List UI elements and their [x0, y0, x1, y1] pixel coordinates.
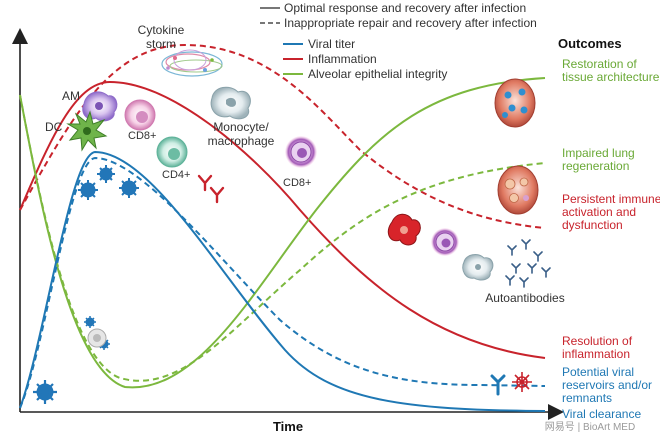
cd4-label: CD4+: [162, 169, 190, 181]
persistent-t-cell-icon: [431, 228, 459, 256]
cd8-label-early: CD8+: [128, 130, 156, 142]
cd4-t-cell-icon: [156, 136, 188, 168]
svg-text:Monocyte/: Monocyte/: [213, 120, 269, 134]
x-axis-label: Time: [273, 419, 303, 434]
autoantibodies-label: Autoantibodies: [485, 291, 564, 305]
persistent-macrophage-icon: [462, 254, 494, 281]
monocyte-label: Monocyte/ macrophage: [208, 120, 275, 148]
outcome-restoration: Restoration of tissue architecture: [562, 57, 660, 84]
svg-text:remnants: remnants: [562, 391, 612, 405]
restored-tissue-icon: [494, 78, 536, 128]
watermark: 网易号 | BioArt MED: [545, 421, 635, 433]
viral-remnant-icon: [490, 372, 532, 396]
svg-text:macrophage: macrophage: [208, 134, 275, 148]
antibody-icon: [197, 174, 225, 204]
inflammation-inappropriate-curve: [19, 43, 546, 229]
outcome-resolution: Resolution of inflammation: [562, 334, 633, 361]
legend: Optimal response and recovery after infe…: [260, 1, 537, 81]
inflammation-optimal-curve: [19, 80, 546, 359]
cd8-t-cell-late-icon: [285, 136, 317, 168]
viral-optimal-curve: [19, 150, 546, 412]
legend-viral-label: Viral titer: [308, 37, 355, 51]
virus-icon: [33, 165, 139, 404]
svg-text:dysfunction: dysfunction: [562, 218, 623, 232]
outcomes-title: Outcomes: [558, 36, 622, 51]
cytokine-storm-icon: [161, 49, 223, 77]
svg-text:Persistent immune: Persistent immune: [562, 192, 660, 206]
outcome-clearance: Viral clearance: [562, 407, 641, 421]
svg-text:activation and: activation and: [562, 205, 636, 219]
svg-text:Potential viral: Potential viral: [562, 365, 634, 379]
am-label: AM: [62, 89, 80, 103]
outcome-reservoirs: Potential viral reservoirs and/or remnan…: [562, 365, 652, 405]
damaged-epithelium-icon: [387, 213, 421, 246]
cytokine-storm-label: Cytokine storm: [138, 23, 185, 51]
outcome-impaired: Impaired lung regeneration: [562, 146, 635, 173]
dendritic-cell-icon: [66, 110, 108, 152]
svg-text:Impaired lung: Impaired lung: [562, 146, 635, 160]
svg-text:inflammation: inflammation: [562, 347, 630, 361]
autoantibodies-icon: [505, 239, 551, 288]
viral-inappropriate-curve: [19, 156, 546, 409]
infected-cell-icon: [87, 328, 107, 348]
svg-text:Cytokine: Cytokine: [138, 23, 185, 37]
svg-text:tissue architecture: tissue architecture: [562, 70, 660, 84]
svg-text:Resolution of: Resolution of: [562, 334, 633, 348]
dc-label: DC: [45, 120, 63, 134]
svg-text:reservoirs and/or: reservoirs and/or: [562, 378, 652, 392]
outcome-persistent: Persistent immune activation and dysfunc…: [562, 192, 660, 232]
svg-text:Restoration of: Restoration of: [562, 57, 637, 71]
alveolar-optimal-curve: [19, 77, 546, 389]
damaged-tissue-icon: [497, 165, 539, 215]
svg-text:regeneration: regeneration: [562, 159, 629, 173]
legend-inflammation-label: Inflammation: [308, 52, 377, 66]
legend-alveolar-label: Alveolar epithelial integrity: [308, 67, 447, 81]
legend-optimal-label: Optimal response and recovery after infe…: [284, 1, 526, 15]
svg-text:storm: storm: [146, 37, 176, 51]
legend-inappropriate-label: Inappropriate repair and recovery after …: [284, 16, 537, 30]
cd8-t-cell-early-icon: [124, 99, 156, 131]
cd8-label-late: CD8+: [283, 177, 311, 189]
monocyte-macrophage-icon: [210, 86, 251, 120]
